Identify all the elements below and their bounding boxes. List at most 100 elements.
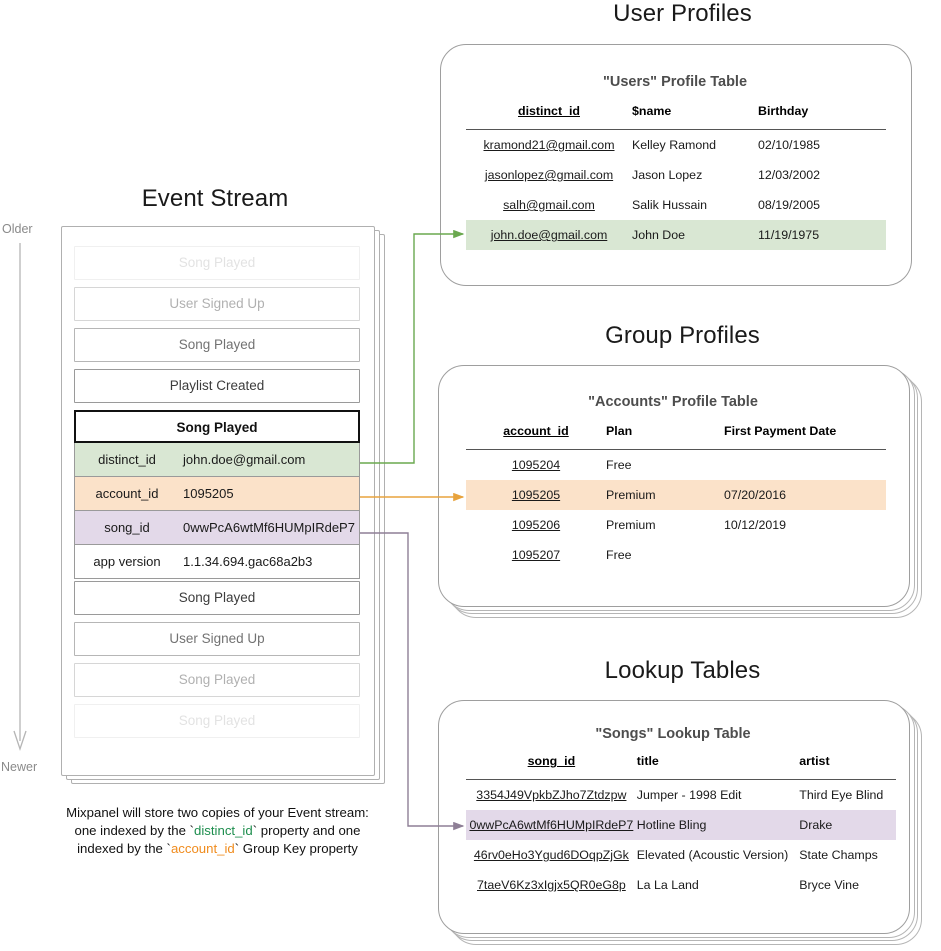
table-header-row: distinct_id $name Birthday: [466, 100, 886, 130]
songs-table-body: 3354J49VpkbZJho7Ztdzpw Jumper - 1998 Edit…: [466, 780, 896, 901]
cell-artist: Bryce Vine: [799, 878, 859, 892]
event-item-below-0[interactable]: Song Played: [74, 581, 360, 615]
timeline-newer-label: Newer: [1, 760, 38, 774]
cell-artist: Drake: [799, 810, 896, 840]
cell-account-id: 1095205: [466, 480, 606, 510]
cell-plan: Free: [606, 548, 632, 562]
cell-distinct-id: salh@gmail.com: [503, 198, 595, 212]
caption-line-2-prefix: one indexed by the `: [74, 823, 195, 838]
timeline-older-label: Older: [2, 222, 33, 236]
cell-plan: Premium: [606, 480, 724, 510]
event-item-above-0[interactable]: Song Played: [74, 246, 360, 280]
cell-title: Hotline Bling: [636, 810, 800, 840]
event-label: Playlist Created: [169, 378, 265, 393]
event-item-below-3[interactable]: Song Played: [74, 704, 360, 738]
property-value: 1095205: [183, 486, 234, 501]
selected-event-block[interactable]: Song Played distinct_id john.doe@gmail.co…: [74, 410, 360, 579]
songs-table-row[interactable]: 7taeV6Kz3xIgjx5QR0eG8p La La Land Bryce Vi…: [466, 870, 896, 900]
event-item-above-3[interactable]: Playlist Created: [74, 369, 360, 403]
cell-song-id: 3354J49VpkbZJho7Ztdzpw: [476, 788, 627, 802]
event-label: Song Played: [178, 590, 256, 605]
property-value: 1.1.34.694.gac68a2b3: [183, 554, 313, 569]
column-header-title: title: [636, 754, 659, 768]
cell-account-id: 1095204: [511, 458, 561, 472]
cell-first-payment-date: 07/20/2016: [724, 480, 886, 510]
songs-table-title: "Songs" Lookup Table: [595, 726, 751, 742]
cell-birthday: 11/19/1975: [758, 220, 886, 250]
column-header-distinct-id: distinct_id: [518, 104, 580, 118]
cell-distinct-id: kramond21@gmail.com: [483, 138, 615, 152]
accounts-table-title: "Accounts" Profile Table: [588, 394, 758, 410]
group-profiles-title: Group Profiles: [605, 322, 760, 349]
cell-song-id: 0wwPcA6wtMf6HUMpIRdeP7: [466, 810, 637, 840]
event-stream-title: Event Stream: [141, 185, 289, 212]
users-profile-table: distinct_id $name Birthday kramond21@gma…: [466, 100, 886, 250]
event-label: Song Played: [178, 255, 256, 270]
cell-birthday: 12/03/2002: [758, 168, 821, 182]
cell--name: Jason Lopez: [632, 168, 703, 182]
selected-event-properties: distinct_id john.doe@gmail.com account_id 1…: [74, 443, 360, 579]
caption-line-2-suffix: ` property and one: [252, 823, 361, 838]
caption-line-1: Mixpanel will store two copies of your E…: [66, 805, 369, 820]
accounts-table-row[interactable]: 1095204 Free: [466, 450, 886, 481]
event-stream-caption: Mixpanel will store two copies of your E…: [30, 804, 405, 858]
event-label: Song Played: [178, 337, 256, 352]
event-label: User Signed Up: [169, 631, 265, 646]
cell-artist: Third Eye Blind: [799, 788, 884, 802]
event-property-distinct-id: distinct_id john.doe@gmail.com: [74, 443, 360, 477]
column-header-account-id: account_id: [503, 424, 569, 438]
cell-first-payment-date: [724, 450, 886, 481]
users-table-title: "Users" Profile Table: [602, 74, 748, 90]
property-key: app version: [93, 554, 161, 569]
cell--name: Salik Hussain: [632, 198, 708, 212]
cell-first-payment-date: [724, 540, 886, 570]
cell--name: John Doe: [632, 220, 758, 250]
cell-title: Jumper - 1998 Edit: [636, 788, 742, 802]
property-key: distinct_id: [98, 452, 156, 467]
cell-title: Elevated (Acoustic Version): [636, 848, 789, 862]
timeline-arrow-icon: [13, 243, 27, 752]
accounts-table-row[interactable]: 1095207 Free: [466, 540, 886, 570]
users-table-body: kramond21@gmail.com Kelley Ramond 02/10/19…: [466, 130, 886, 250]
event-property-app-version: app version 1.1.34.694.gac68a2b3: [74, 545, 360, 579]
cell-title: La La Land: [636, 878, 699, 892]
songs-table-row[interactable]: 3354J49VpkbZJho7Ztdzpw Jumper - 1998 Edit…: [466, 780, 896, 811]
event-item-above-1[interactable]: User Signed Up: [74, 287, 360, 321]
cell-song-id: 7taeV6Kz3xIgjx5QR0eG8p: [477, 878, 626, 892]
caption-line-3-prefix: indexed by the `: [77, 841, 171, 856]
column-header-artist: artist: [799, 754, 830, 768]
property-value: john.doe@gmail.com: [183, 452, 306, 467]
selected-event-name: Song Played: [74, 410, 360, 443]
event-item-below-2[interactable]: Song Played: [74, 663, 360, 697]
cell--name: Kelley Ramond: [632, 138, 717, 152]
event-item-above-2[interactable]: Song Played: [74, 328, 360, 362]
column-header-name: $name: [632, 104, 672, 118]
cell-plan: Free: [606, 458, 632, 472]
property-key: account_id: [95, 486, 159, 501]
user-profiles-title: User Profiles: [613, 0, 752, 27]
cell-account-id: 1095207: [511, 548, 561, 562]
users-table-row[interactable]: kramond21@gmail.com Kelley Ramond 02/10/19…: [466, 130, 886, 161]
lookup-tables-title: Lookup Tables: [604, 657, 761, 684]
cell-artist: State Champs: [799, 848, 878, 862]
table-header-row: song_id title artist: [466, 750, 896, 780]
table-header-row: account_id Plan First Payment Date: [466, 420, 886, 450]
property-value: 0wwPcA6wtMf6HUMpIRdeP7: [183, 520, 355, 535]
column-header-song-id: song_id: [527, 754, 576, 768]
event-property-account-id: account_id 1095205: [74, 477, 360, 511]
event-label: Song Played: [178, 672, 256, 687]
cell-birthday: 02/10/1985: [758, 138, 821, 152]
property-key: song_id: [104, 520, 150, 535]
event-item-below-1[interactable]: User Signed Up: [74, 622, 360, 656]
cell-account-id: 1095206: [511, 518, 561, 532]
